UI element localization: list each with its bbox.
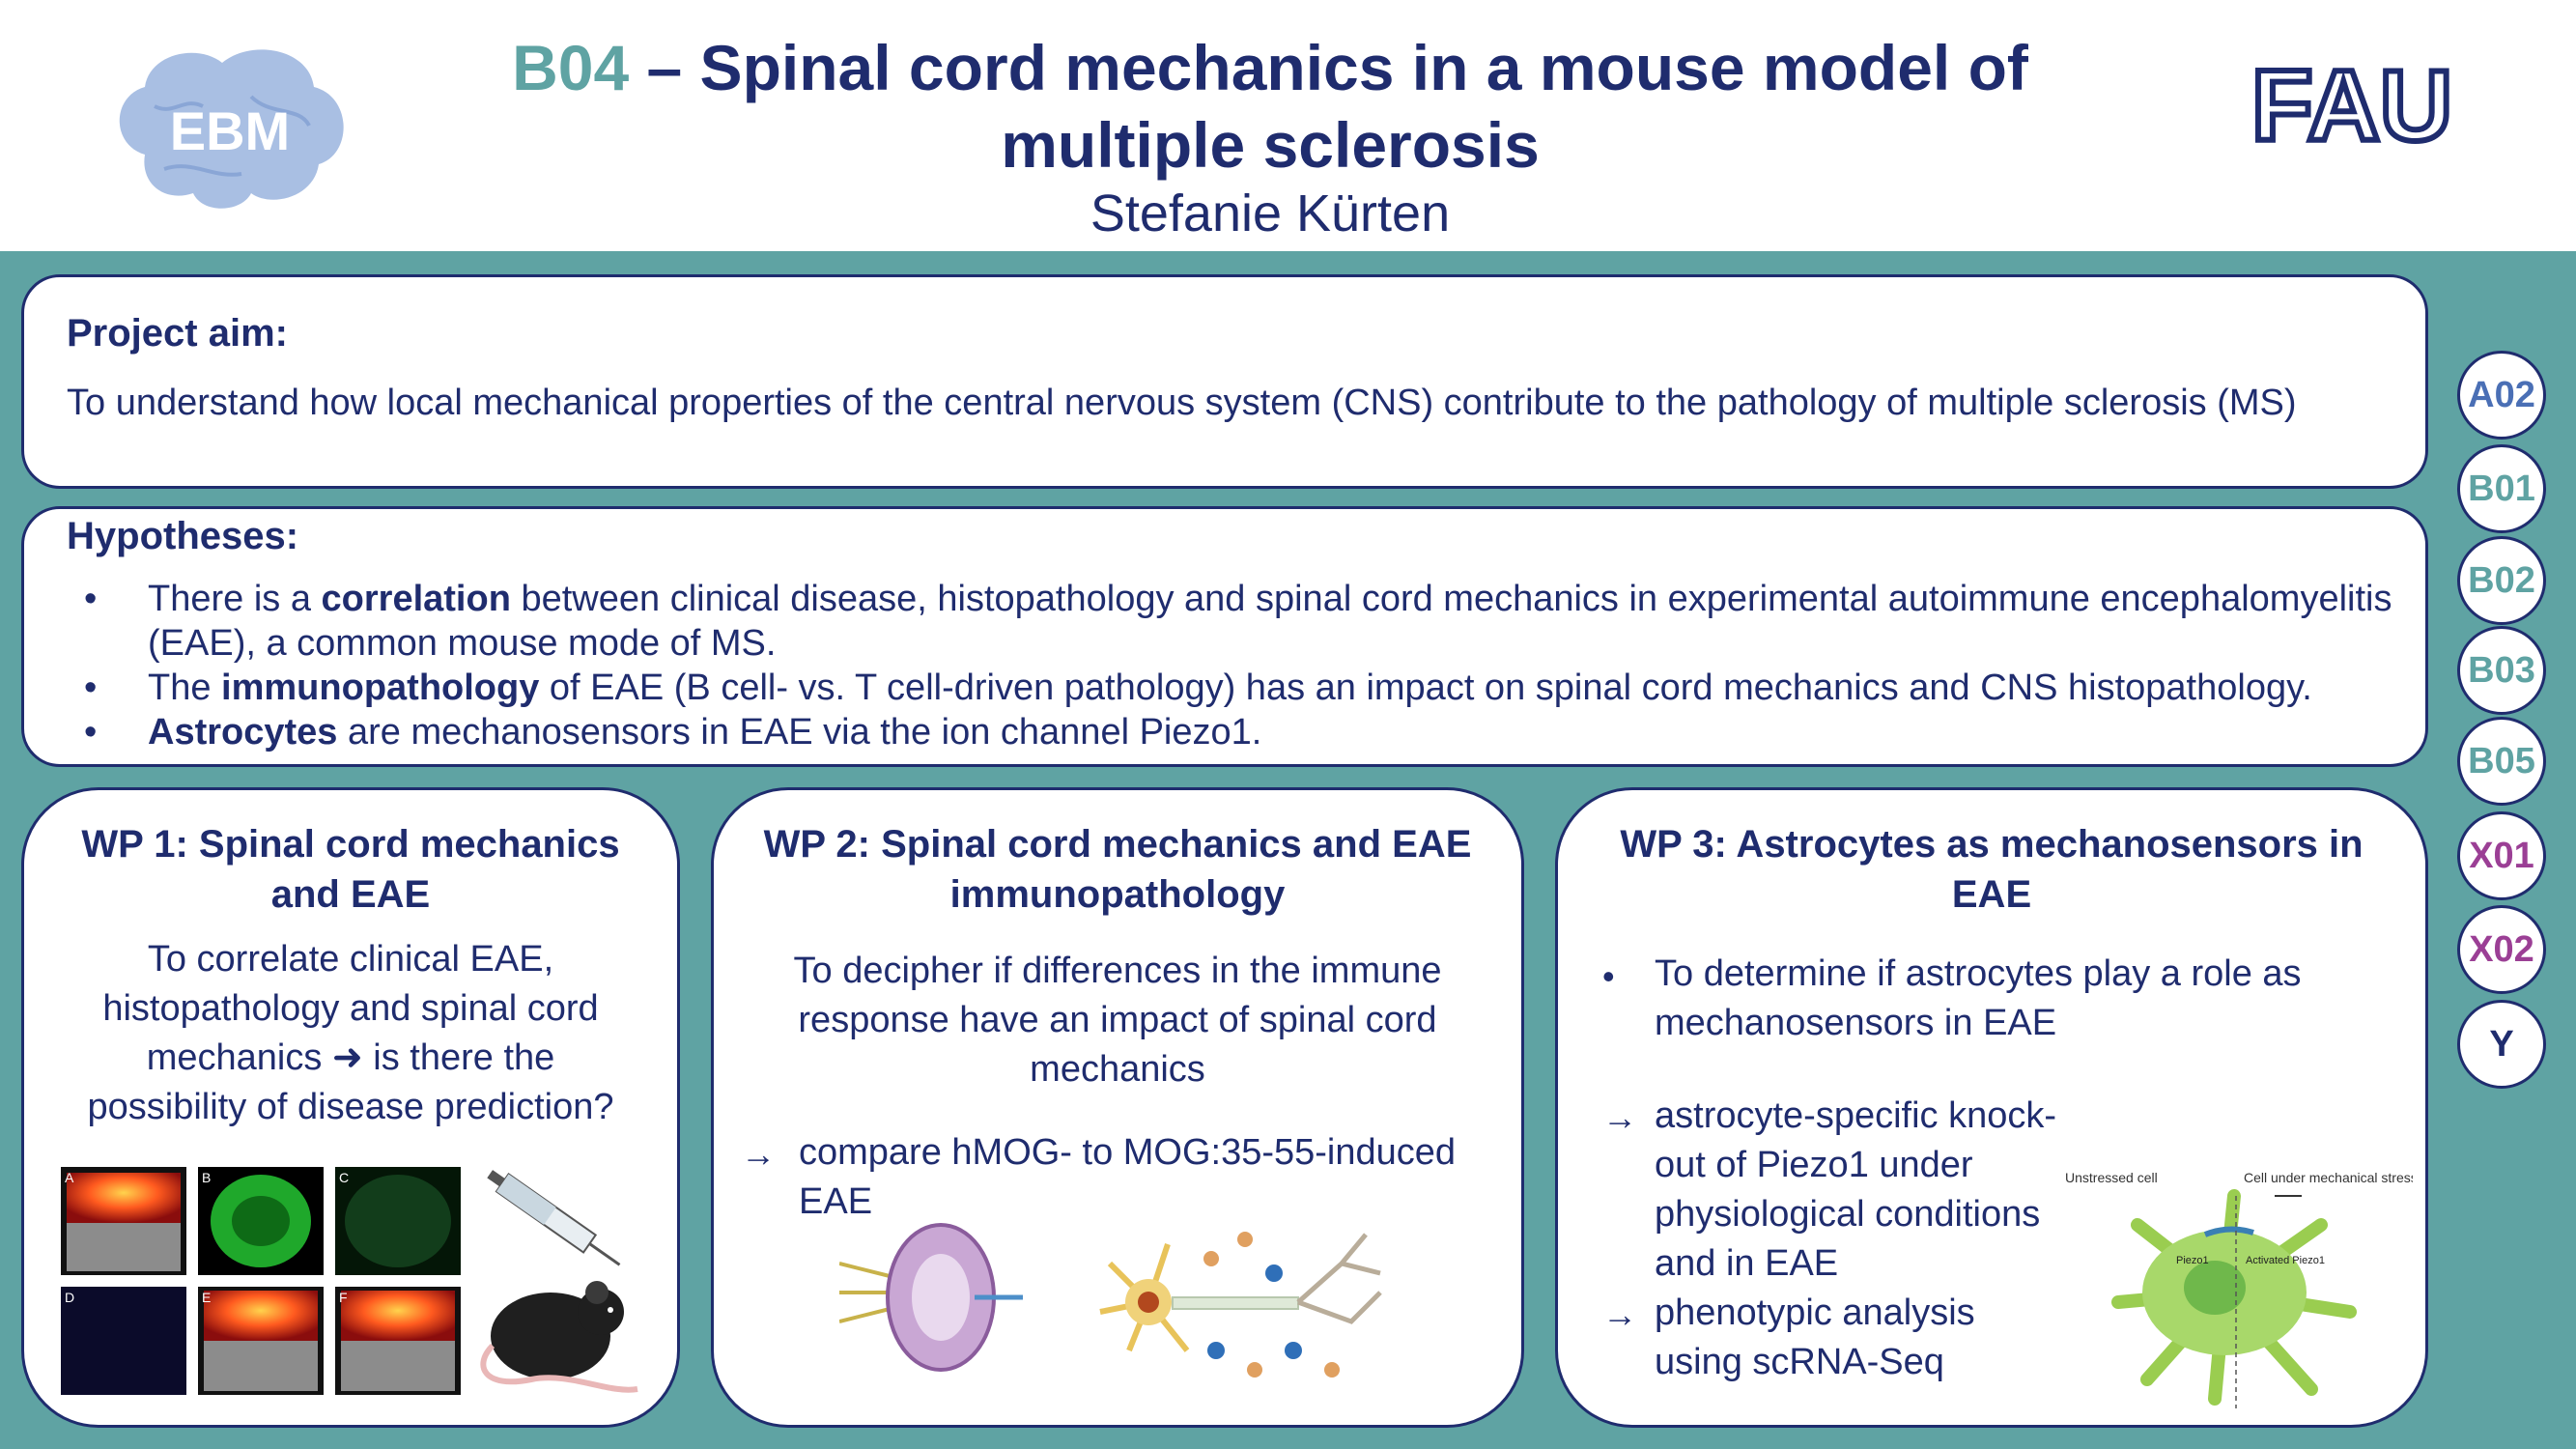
wp3-arrow2-text: phenotypic analysis using scRNA-Seq	[1655, 1293, 1975, 1382]
unstressed-cell-label: Unstressed cell	[2065, 1170, 2158, 1185]
wp1-box: WP 1: Spinal cord mechanics and EAE To c…	[21, 787, 680, 1428]
nav-label: B05	[2468, 741, 2535, 781]
lymph-node-icon	[839, 1223, 1023, 1372]
wp2-arrow-text: compare hMOG- to MOG:35-55-induced EAE	[799, 1132, 1457, 1222]
panel-label: C	[339, 1170, 349, 1185]
hypothesis-item: There is a correlation between clinical …	[63, 577, 2420, 666]
nav-circle-b03[interactable]: B03	[2457, 626, 2546, 715]
nav-label: X01	[2469, 836, 2534, 876]
hypothesis-item: The immunopathology of EAE (B cell- vs. …	[63, 666, 2420, 710]
hypotheses-list: There is a correlation between clinical …	[63, 577, 2420, 754]
nav-label: X02	[2469, 929, 2534, 970]
wp3-box: WP 3: Astrocytes as mechanosensors in EA…	[1555, 787, 2428, 1428]
panel-label: B	[202, 1170, 211, 1185]
nav-circle-x01[interactable]: X01	[2457, 811, 2546, 900]
wp2-box: WP 2: Spinal cord mechanics and EAE immu…	[711, 787, 1524, 1428]
wp2-immune-illustration	[839, 1223, 1382, 1378]
nav-circle-a02[interactable]: A02	[2457, 351, 2546, 440]
nav-circle-b05[interactable]: B05	[2457, 717, 2546, 806]
syringe-icon	[487, 1170, 621, 1266]
author-name: Stefanie Kürten	[1090, 185, 1451, 242]
nav-circle-y[interactable]: Y	[2457, 1000, 2546, 1089]
nav-circle-x02[interactable]: X02	[2457, 905, 2546, 994]
panel-label: F	[339, 1290, 348, 1305]
hypothesis-item: Astrocytes are mechanosensors in EAE via…	[63, 710, 2420, 754]
wp1-text: To correlate clinical EAE, histopatholog…	[87, 939, 614, 1127]
nav-label: B01	[2468, 469, 2535, 509]
page-title: B04 – Spinal cord mechanics in a mouse m…	[406, 29, 2135, 184]
bullet-icon: •	[1602, 956, 1615, 996]
panel-label: A	[65, 1170, 74, 1185]
mouse-icon	[480, 1281, 638, 1393]
nav-circle-b02[interactable]: B02	[2457, 536, 2546, 625]
wp2-text: To decipher if differences in the immune…	[793, 951, 1442, 1090]
nav-label: B03	[2468, 650, 2535, 691]
hypotheses-box: Hypotheses: There is a correlation betwe…	[21, 506, 2428, 767]
panel-label: E	[202, 1290, 211, 1305]
activated-piezo1-label: Activated Piezo1	[2246, 1255, 2325, 1266]
fau-logo: FAU	[2249, 58, 2455, 155]
wp1-title: WP 1: Spinal cord mechanics and EAE	[81, 823, 620, 916]
wp3-arrow1-text: astrocyte-specific knock-out of Piezo1 u…	[1655, 1095, 2057, 1284]
hypotheses-heading: Hypotheses:	[67, 515, 299, 557]
wp2-title: WP 2: Spinal cord mechanics and EAE immu…	[763, 823, 1472, 916]
project-code: B04	[512, 32, 630, 103]
wp3-bullet-text: To determine if astrocytes play a role a…	[1655, 953, 2302, 1043]
project-aim-box: Project aim: To understand how local mec…	[21, 274, 2428, 489]
ebm-logo: EBM	[119, 49, 344, 209]
piezo1-label: Piezo1	[2176, 1255, 2209, 1266]
fau-logo-text: FAU	[2251, 58, 2452, 155]
nav-label: A02	[2468, 375, 2535, 415]
nav-label: B02	[2468, 560, 2535, 601]
nav-label: Y	[2489, 1024, 2514, 1065]
nav-circle-b01[interactable]: B01	[2457, 444, 2546, 533]
wp3-astrocyte-illustration: Unstressed cell Cell under mechanical st…	[2065, 1170, 2413, 1408]
title-text: – Spinal cord mechanics in a mouse model…	[629, 32, 2028, 181]
neuron-icon	[1099, 1233, 1382, 1352]
panel-label: D	[65, 1290, 74, 1305]
wp1-histology-panels: A B C D E F	[61, 1167, 461, 1395]
stressed-cell-label: Cell under mechanical stress	[2244, 1170, 2413, 1185]
arrow-icon: →	[741, 1134, 776, 1174]
project-aim-text: To understand how local mechanical prope…	[67, 383, 2297, 423]
header	[0, 0, 2576, 251]
arrow-icon: →	[1602, 1097, 1637, 1137]
arrow-icon: →	[1602, 1294, 1637, 1334]
wp3-title: WP 3: Astrocytes as mechanosensors in EA…	[1620, 823, 2364, 916]
project-aim-heading: Project aim:	[67, 312, 288, 355]
syringe-mouse-illustration	[480, 1170, 638, 1393]
ebm-logo-text: EBM	[170, 100, 290, 161]
astrocyte-icon	[2111, 1189, 2357, 1406]
